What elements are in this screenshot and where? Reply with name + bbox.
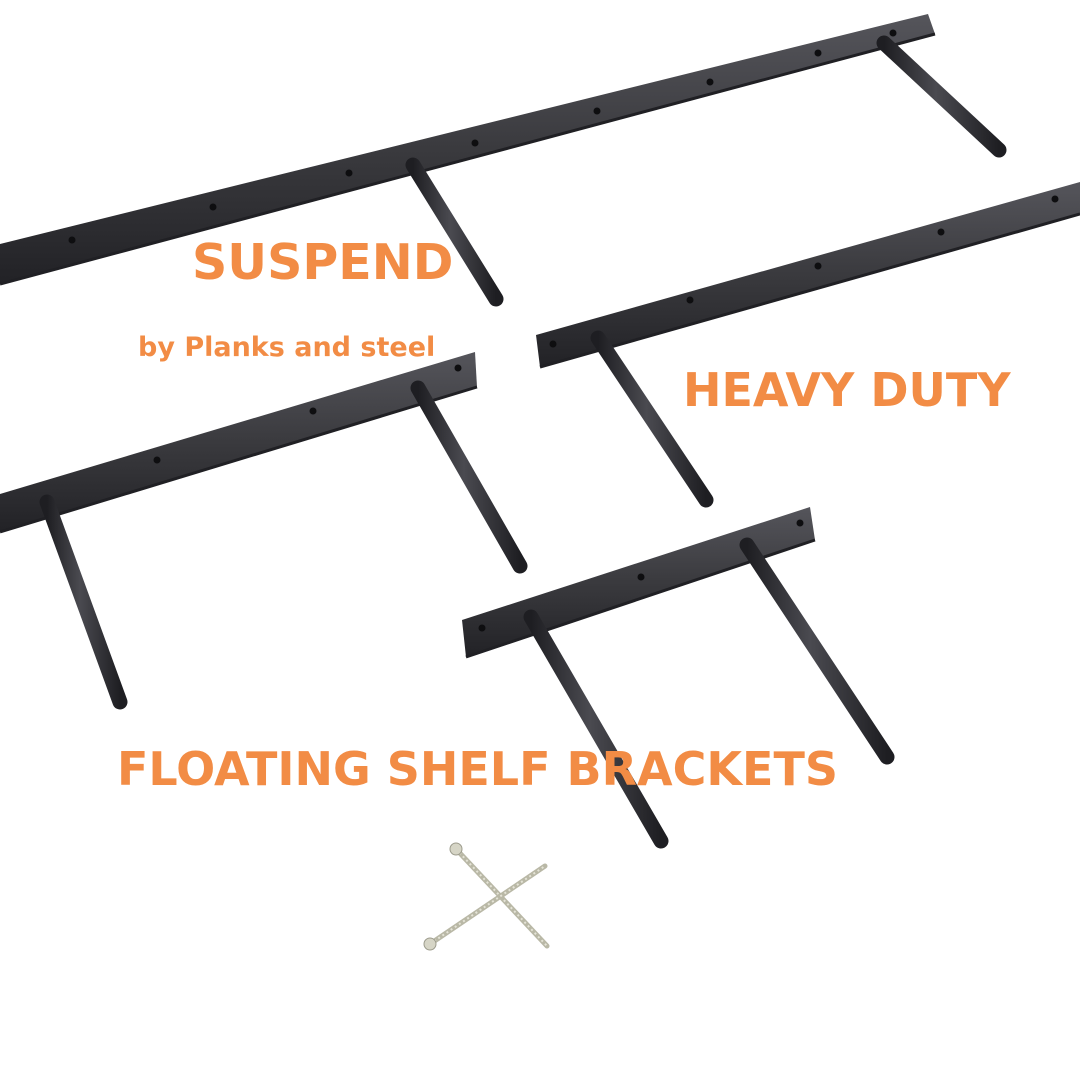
brand-byline: by Planks and steel	[138, 332, 436, 363]
bracket-plate-edge	[0, 32, 936, 286]
bracket-rod	[405, 157, 504, 307]
bracket-small	[462, 507, 895, 849]
screw-icon	[423, 842, 550, 951]
bracket-rod	[410, 380, 528, 574]
bracket-middle-left	[0, 352, 528, 710]
mounting-holes	[68, 29, 897, 244]
brand-headline: SUSPEND	[192, 234, 454, 291]
bracket-rod	[739, 537, 895, 765]
bracket-plate	[536, 182, 1080, 367]
bracket-long	[0, 14, 1007, 307]
bracket-plate-edge	[539, 212, 1080, 369]
bracket-plate	[0, 352, 477, 532]
mounting-holes	[153, 364, 462, 464]
bracket-rod	[590, 330, 714, 508]
bracket-plate	[0, 14, 935, 284]
bracket-plate-edge	[0, 385, 478, 534]
bracket-rod	[39, 494, 128, 710]
bracket-rod	[876, 35, 1007, 158]
bracket-plate	[462, 507, 815, 657]
bracket-rod	[523, 609, 669, 849]
mounting-holes	[549, 195, 1059, 348]
tagline-heavy-duty: HEAVY DUTY	[683, 363, 1011, 417]
bracket-upper-right	[536, 182, 1080, 508]
mounting-holes	[478, 519, 804, 632]
product-title: FLOATING SHELF BRACKETS	[117, 742, 838, 796]
